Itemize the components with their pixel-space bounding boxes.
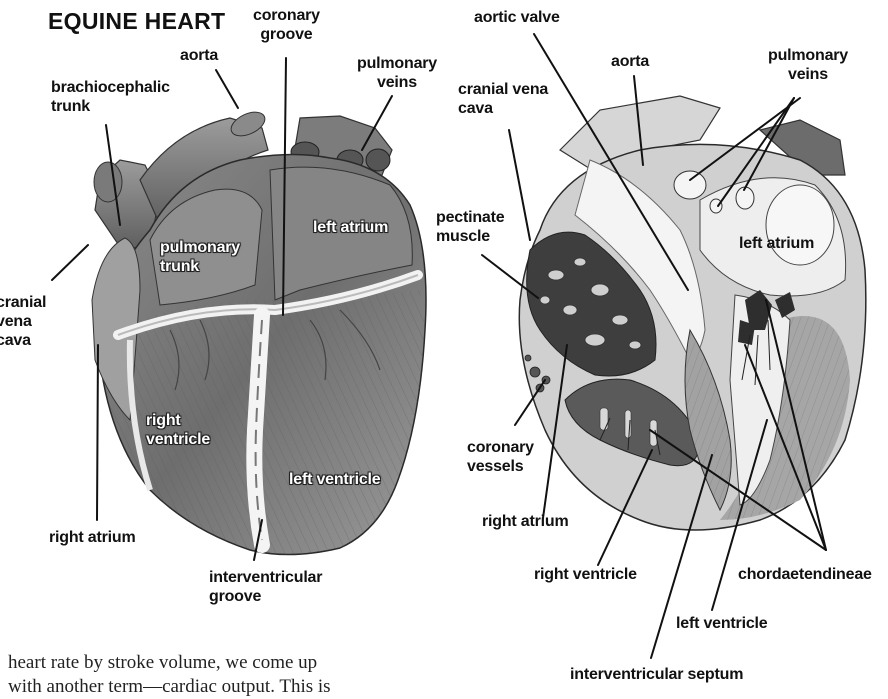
label-interventricular-groove: interventricular groove — [209, 568, 322, 606]
label-aorta-external: aorta — [180, 46, 218, 65]
label-interventricular-septum: interventricular septum — [570, 665, 743, 684]
section-heart — [519, 96, 866, 530]
label-pulmonary-veins-section: pulmonary veins — [768, 46, 848, 84]
figure-title: EQUINE HEART — [48, 8, 225, 35]
label-pulmonary-trunk: pulmonary trunk — [160, 238, 240, 276]
label-aortic-valve: aortic valve — [474, 8, 560, 27]
label-coronary-groove: coronary groove — [253, 6, 320, 44]
label-coronary-vessels: coronary vessels — [467, 438, 534, 476]
label-left-ventricle-section: left ventricle — [676, 614, 767, 633]
label-right-atrium-section: right atrium — [482, 512, 569, 531]
label-left-atrium-section: left atrium — [739, 234, 814, 253]
label-pulmonary-veins-external: pulmonary veins — [357, 54, 437, 92]
label-left-ventricle-external: left ventricle — [289, 470, 380, 489]
label-cranial-vena-cava-external: cranial vena cava — [0, 293, 46, 350]
label-right-atrium-external: right atrium — [49, 528, 136, 547]
label-right-ventricle-section: right ventricle — [534, 565, 637, 584]
label-left-atrium-external: left atrium — [313, 218, 388, 237]
label-brachiocephalic-trunk: brachiocephalic trunk — [51, 78, 170, 116]
label-aorta-section: aorta — [611, 52, 649, 71]
label-cranial-vena-cava-section: cranial vena cava — [458, 80, 548, 118]
body-text-line: with another term—cardiac output. This i… — [8, 675, 448, 699]
body-text-line: heart rate by stroke volume, we come up — [8, 651, 448, 675]
body-paragraph: heart rate by stroke volume, we come up … — [8, 651, 448, 699]
label-right-ventricle-external: right ventricle — [146, 411, 210, 449]
label-pectinate-muscle: pectinate muscle — [436, 208, 504, 246]
label-chordaetendineae: chordaetendineae — [738, 565, 872, 584]
